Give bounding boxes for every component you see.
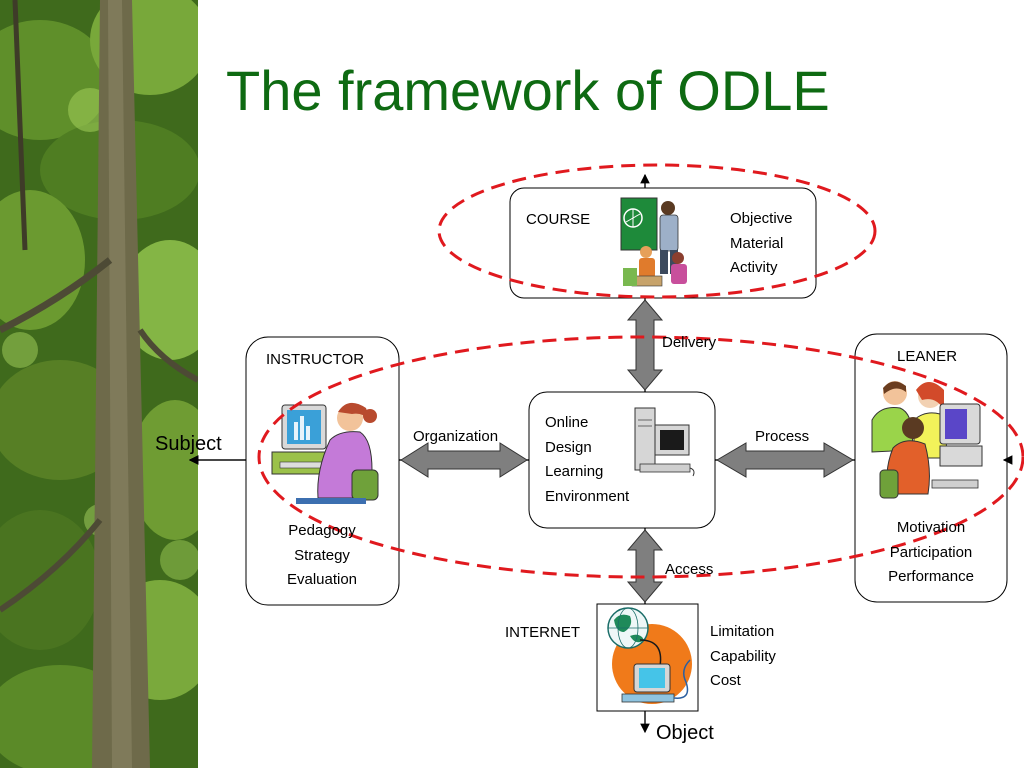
classroom-teacher-icon bbox=[620, 197, 687, 287]
slide-title: The framework of ODLE bbox=[226, 59, 830, 122]
subject-label: Subject bbox=[155, 433, 222, 455]
instructor-label: INSTRUCTOR bbox=[266, 351, 365, 368]
odle-items-list: Online Design Learning Environment bbox=[545, 411, 629, 509]
odle-item: Online bbox=[545, 414, 589, 431]
process-double-arrow bbox=[716, 442, 854, 478]
middle-dashed-ellipse bbox=[257, 335, 1024, 579]
odle-item: Design bbox=[545, 438, 592, 456]
course-items-list: Objective Material Activity bbox=[730, 207, 793, 281]
instructor-item: Strategy bbox=[294, 546, 350, 564]
students-at-computer-icon bbox=[871, 381, 983, 499]
odle-item: Learning bbox=[545, 463, 604, 480]
course-item: Material bbox=[730, 234, 784, 252]
organization-label: Organization bbox=[413, 428, 499, 445]
course-label: COURSE bbox=[526, 211, 591, 228]
access-label: Access bbox=[665, 561, 714, 578]
desktop-computer-icon bbox=[634, 407, 695, 477]
leaner-label: LEANER bbox=[897, 348, 958, 365]
course-dashed-ellipse bbox=[437, 163, 877, 299]
leaner-item: Performance bbox=[888, 568, 974, 585]
organization-double-arrow bbox=[400, 442, 528, 478]
delivery-double-arrow bbox=[626, 299, 664, 391]
access-double-arrow bbox=[626, 529, 664, 603]
internet-items-list: Limitation Capability Cost bbox=[710, 620, 776, 694]
internet-item: Capability bbox=[710, 647, 776, 665]
instructor-item: Evaluation bbox=[286, 571, 358, 588]
odle-item: Environment bbox=[545, 487, 630, 505]
instructor-item: Pedagogy bbox=[288, 522, 356, 539]
internet-label: INTERNET bbox=[505, 624, 580, 641]
leaner-item: Participation bbox=[889, 543, 973, 561]
instructor-items-list: Pedagogy Strategy Evaluation bbox=[258, 519, 386, 593]
internet-item: Limitation bbox=[710, 623, 775, 640]
leaner-items-list: Motivation Participation Performance bbox=[866, 516, 996, 590]
course-item: Activity bbox=[730, 259, 778, 276]
forest-photo bbox=[0, 0, 198, 768]
woman-at-computer-icon bbox=[271, 402, 379, 504]
process-label: Process bbox=[755, 428, 810, 445]
globe-network-icon bbox=[607, 607, 692, 704]
leaner-item: Motivation bbox=[896, 519, 966, 536]
internet-item: Cost bbox=[710, 672, 741, 689]
object-label: Object bbox=[656, 722, 714, 744]
delivery-label: Delivery bbox=[662, 334, 717, 351]
course-item: Objective bbox=[730, 210, 793, 227]
